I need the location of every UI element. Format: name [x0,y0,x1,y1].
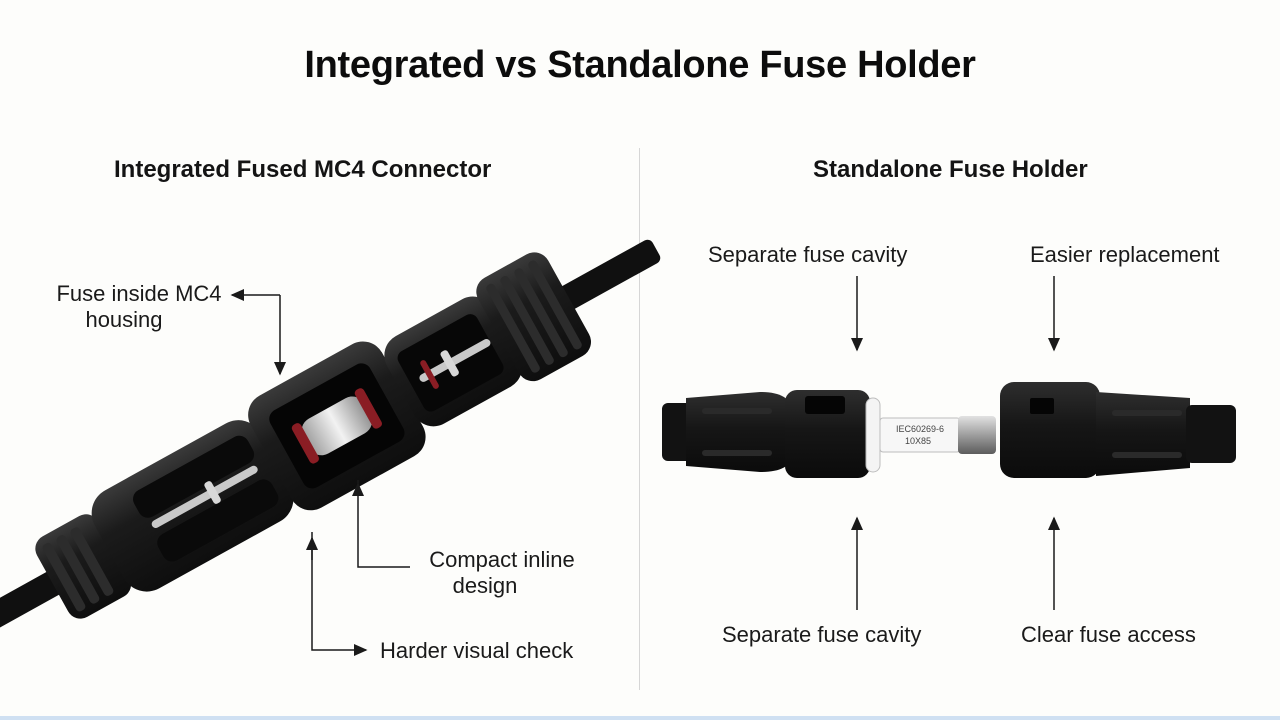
label-bottom-right: Clear fuse access [1021,622,1196,647]
fuse-marking-line1: IEC60269-6 [896,424,944,434]
right-panel-title: Standalone Fuse Holder [813,156,1088,183]
fuse-end-cap [958,416,996,454]
standalone-left-body [686,392,792,472]
seal-ring [865,397,881,473]
standalone-cable-left [662,403,692,461]
left-panel-title: Integrated Fused MC4 Connector [114,156,492,183]
standalone-cable-right [1186,405,1236,463]
page-title: Integrated vs Standalone Fuse Holder [304,44,976,86]
label-top-right: Easier replacement [1030,242,1220,267]
label-fuse-inside: Fuse inside MC4 housing [54,281,224,333]
arrow-harder-check [311,532,368,656]
label-top-left: Separate fuse cavity [708,242,908,267]
label-bottom-left: Separate fuse cavity [722,622,922,647]
label-fuse-inside-line1: Fuse inside MC4 [56,281,222,306]
label-compact: Compact inline design [422,547,582,599]
standalone-holder [662,382,1236,478]
fuse-glass [301,396,373,456]
fuse-marking-line2: 10X85 [905,436,931,446]
label-compact-line1: Compact inline [429,547,575,572]
panel-divider [639,148,640,690]
label-harder-check: Harder visual check [380,638,574,663]
left-callouts [230,289,410,656]
label-fuse-inside-line2: housing [85,307,163,332]
right-callouts [851,276,1060,610]
label-compact-line2: design [452,573,518,598]
standalone-right-head [1000,382,1100,478]
arrow-compact [357,480,410,568]
bottom-edge-bar [0,716,1280,720]
integrated-connector [0,239,661,637]
standalone-right-body [1096,392,1190,476]
